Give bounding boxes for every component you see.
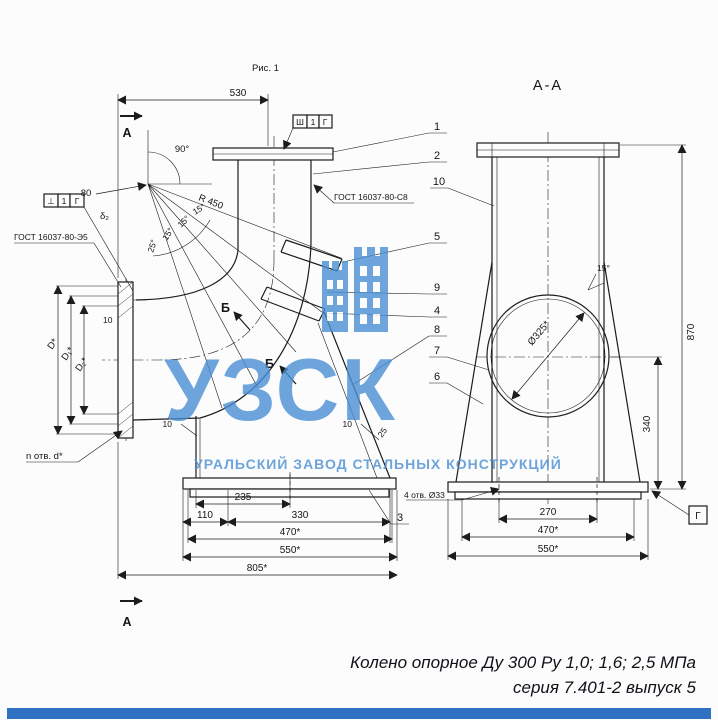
callout-2: 2: [434, 150, 440, 162]
dim-470-section: 470*: [538, 525, 559, 536]
weld-top-cell-1: Ш: [296, 117, 304, 127]
watermark-subtitle: УРАЛЬСКИЙ ЗАВОД СТАЛЬНЫХ КОНСТРУКЦИЙ: [194, 455, 562, 472]
dim-550: 550*: [280, 545, 301, 556]
callout-9: 9: [434, 282, 440, 294]
flange-thickness: 10: [103, 315, 113, 325]
dim-530: 530: [230, 88, 247, 99]
callout-10: 10: [433, 176, 445, 188]
callout-6: 6: [434, 371, 440, 383]
watermark-logo-text: УЗСК: [164, 340, 397, 439]
stand-thickness-left: 10: [163, 419, 173, 429]
dim-805: 805*: [247, 563, 268, 574]
drawing-title-line1: Колено опорное Ду 300 Ру 1,0; 1,6; 2,5 М…: [350, 653, 696, 672]
section-geometry: [447, 142, 649, 503]
weld-left-cell-1: ⊥: [47, 196, 55, 206]
weld-left-cell-3: Г: [75, 196, 80, 206]
dim-470: 470*: [280, 527, 301, 538]
watermark: УЗСК УРАЛЬСКИЙ ЗАВОД СТАЛЬНЫХ КОНСТРУКЦИ…: [164, 247, 562, 472]
section-mark-b-2: Б: [265, 357, 274, 371]
weld-symbol-left: [43, 193, 85, 208]
dim-870: 870: [686, 323, 697, 340]
callout-5: 5: [434, 231, 440, 243]
angle-25: 25°: [145, 238, 158, 253]
datum-g-label: Г: [695, 511, 701, 522]
callout-8: 8: [434, 324, 440, 336]
section-dimensions: [406, 144, 708, 561]
footer-bar: [7, 708, 711, 719]
weld-left-cell-2: 1: [62, 196, 67, 206]
section-mark-a-top: А: [122, 126, 131, 140]
base-holes-note: 4 отв. Ø33: [404, 490, 445, 500]
dim-340: 340: [642, 415, 653, 432]
delta2-label: δ₂: [100, 211, 109, 222]
stand-thickness-right: 10: [343, 419, 353, 429]
weld-top-cell-2: 1: [311, 117, 316, 127]
callout-3: 3: [397, 512, 403, 524]
main-view: Рис. 1 А А 530 90° 25° 15° 15° 15° R 450…: [14, 63, 490, 629]
dim-235: 235: [235, 492, 252, 503]
callout-1: 1: [434, 121, 440, 133]
chamfer-angle-15: 15°: [597, 263, 610, 273]
callout-7: 7: [434, 345, 440, 357]
gost-note-left: ГОСТ 16037-80-Э5: [14, 232, 88, 242]
weld-top-cell-3: Г: [323, 117, 328, 127]
title-block: Колено опорное Ду 300 Ру 1,0; 1,6; 2,5 М…: [350, 653, 696, 697]
dim-550-section: 550*: [538, 544, 559, 555]
angle-construction-lines: [147, 130, 342, 409]
weld-symbol-top: [292, 114, 333, 129]
flange-holes-note: n отв. d*: [26, 451, 63, 462]
dim-110: 110: [197, 510, 213, 521]
section-view-label: А-А: [533, 78, 563, 94]
angle-90: 90°: [175, 144, 190, 155]
figure-label: Рис. 1: [252, 63, 279, 74]
section-mark-a-bottom: А: [122, 615, 131, 629]
factory-logo-icon: [322, 247, 388, 332]
section-mark-b-1: Б: [221, 301, 230, 315]
dim-80: 80: [81, 188, 92, 199]
gost-note-right: ГОСТ 16037-80-С8: [334, 192, 408, 202]
main-view-dimensions: [53, 94, 398, 580]
datum-flag-box: [688, 505, 708, 525]
dim-270: 270: [540, 507, 557, 518]
dim-330: 330: [292, 510, 309, 521]
drawing-title-line2: серия 7.401-2 выпуск 5: [513, 678, 697, 697]
elbow-geometry: [117, 147, 397, 500]
callout-4: 4: [434, 305, 440, 317]
